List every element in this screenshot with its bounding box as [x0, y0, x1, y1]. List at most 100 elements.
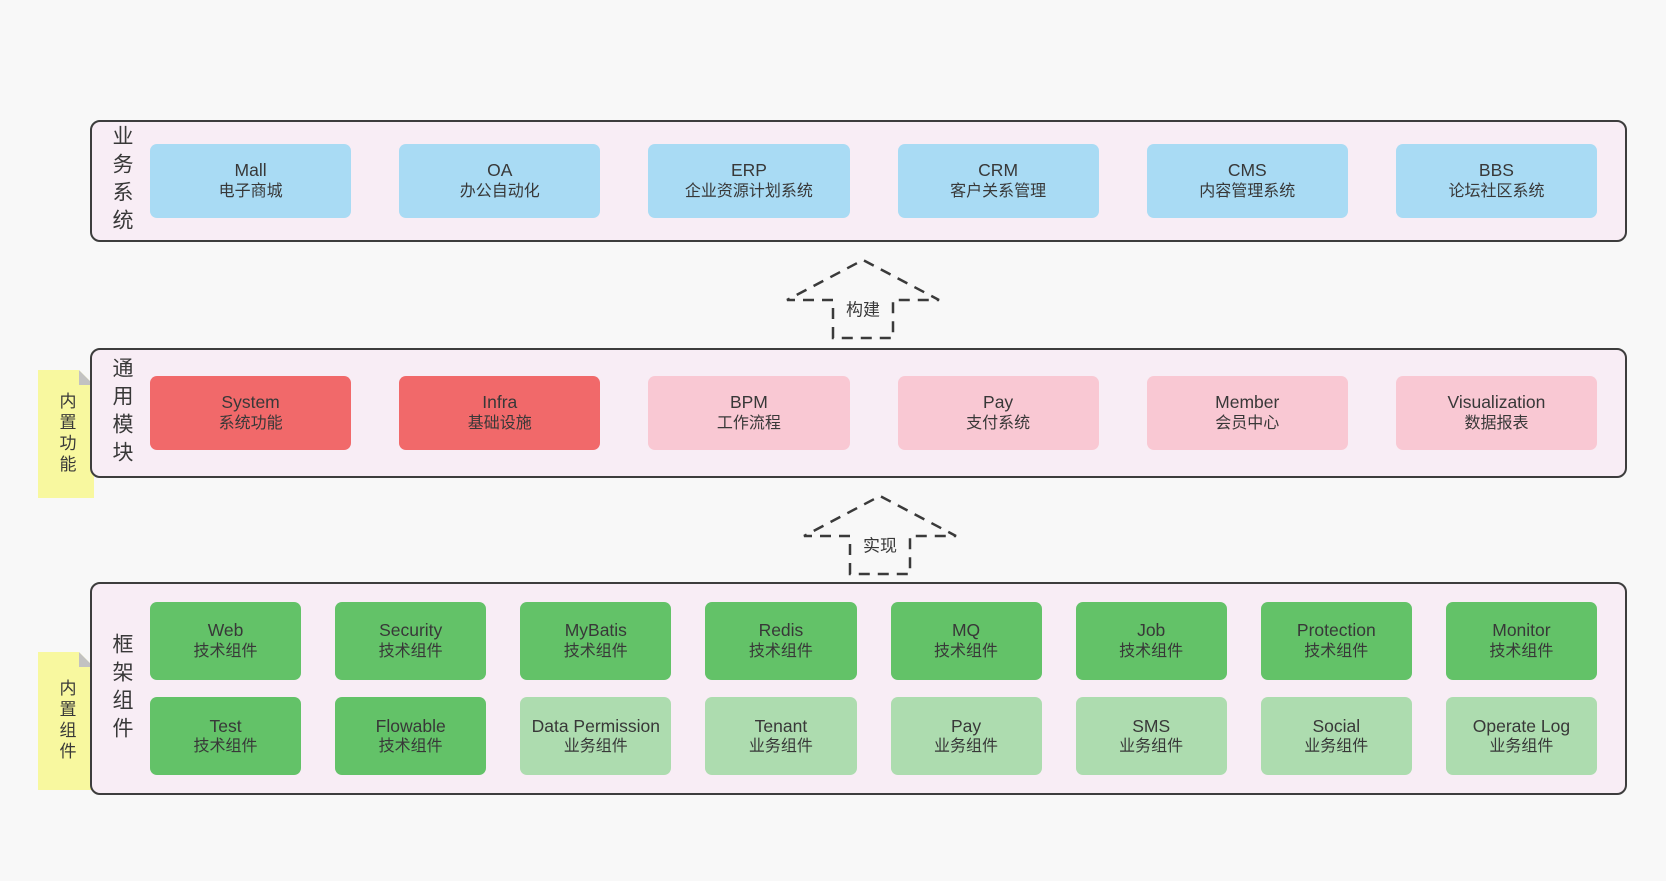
layer-framework-components: 框架组件 Web 技术组件 Security 技术组件 MyBatis 技术组件…: [90, 582, 1627, 795]
system-box-oa: OA 办公自动化: [399, 144, 601, 218]
box-title: BBS: [1478, 160, 1514, 181]
layer-label-text: 框架组件: [110, 632, 133, 745]
box-title: OA: [487, 160, 513, 181]
component-box-social: Social 业务组件: [1260, 697, 1412, 776]
sticky-note-text: 内置组件: [56, 679, 76, 763]
component-row-2: Test 技术组件 Flowable 技术组件 Data Permission …: [150, 697, 1597, 776]
box-title: Social: [1312, 715, 1361, 736]
component-box-flowable: Flowable 技术组件: [335, 697, 487, 776]
box-title: MQ: [951, 619, 981, 640]
box-subtitle: 技术组件: [563, 642, 628, 660]
box-subtitle: 内容管理系统: [1199, 182, 1296, 200]
module-box-pay: Pay 支付系统: [897, 376, 1099, 450]
box-title: Pay: [950, 715, 982, 736]
box-title: Member: [1215, 392, 1280, 413]
box-title: Web: [207, 619, 244, 640]
component-row-1: Web 技术组件 Security 技术组件 MyBatis 技术组件 Redi…: [150, 601, 1597, 680]
component-box-pay: Pay 业务组件: [890, 697, 1042, 776]
box-title: Job: [1137, 619, 1166, 640]
box-subtitle: 业务组件: [748, 738, 813, 756]
layer-label-modules: 通用模块: [92, 350, 150, 476]
layer-modules-content: System 系统功能 Infra 基础设施 BPM 工作流程 Pay 支付系统…: [150, 350, 1625, 476]
up-arrow-build: 构建: [783, 256, 943, 340]
component-box-protection: Protection 技术组件: [1260, 601, 1412, 680]
box-subtitle: 论坛社区系统: [1448, 182, 1545, 200]
module-box-bpm: BPM 工作流程: [648, 376, 850, 450]
box-title: Protection: [1296, 619, 1376, 640]
layer-business-content: Mall 电子商城 OA 办公自动化 ERP 企业资源计划系统 CRM 客户关系…: [150, 122, 1625, 240]
box-subtitle: 业务组件: [934, 738, 999, 756]
box-subtitle: 技术组件: [193, 738, 258, 756]
box-subtitle: 技术组件: [1119, 642, 1184, 660]
sticky-note-built-in-features: 内置功能: [38, 370, 94, 498]
box-title: CMS: [1227, 160, 1267, 181]
box-subtitle: 业务组件: [1489, 738, 1554, 756]
component-box-sms: SMS 业务组件: [1075, 697, 1227, 776]
box-title: SMS: [1132, 715, 1171, 736]
module-box-member: Member 会员中心: [1146, 376, 1348, 450]
layer-business-systems: 业务系统 Mall 电子商城 OA 办公自动化 ERP 企业资源计划系统 CRM…: [90, 120, 1627, 242]
system-box-cms: CMS 内容管理系统: [1146, 144, 1348, 218]
box-title: Test: [209, 715, 242, 736]
component-box-mybatis: MyBatis 技术组件: [520, 601, 672, 680]
system-box-bbs: BBS 论坛社区系统: [1395, 144, 1598, 218]
layer-label-text: 业务系统: [110, 125, 133, 237]
box-subtitle: 基础设施: [467, 414, 532, 432]
module-box-infra: Infra 基础设施: [399, 376, 601, 450]
box-subtitle: 企业资源计划系统: [684, 182, 813, 200]
box-subtitle: 技术组件: [378, 642, 443, 660]
box-title: Operate Log: [1472, 715, 1571, 736]
box-title: System: [221, 392, 280, 413]
box-title: Infra: [482, 392, 518, 413]
box-title: Pay: [983, 392, 1014, 413]
box-title: Monitor: [1492, 619, 1551, 640]
sticky-note-built-in-components: 内置组件: [38, 652, 94, 790]
box-title: Flowable: [375, 715, 446, 736]
box-title: MyBatis: [564, 619, 627, 640]
arrow-implement-label: 实现: [860, 529, 900, 559]
component-box-redis: Redis 技术组件: [705, 601, 857, 680]
box-subtitle: 系统功能: [218, 414, 283, 432]
box-subtitle: 会员中心: [1215, 414, 1280, 432]
box-subtitle: 技术组件: [748, 642, 813, 660]
sticky-note-text: 内置功能: [56, 392, 76, 476]
system-box-mall: Mall 电子商城: [150, 144, 352, 218]
system-box-erp: ERP 企业资源计划系统: [648, 144, 850, 218]
box-title: Visualization: [1447, 392, 1546, 413]
up-arrow-icon: [786, 258, 940, 340]
component-box-web: Web 技术组件: [150, 601, 302, 680]
box-subtitle: 办公自动化: [459, 182, 540, 200]
box-subtitle: 客户关系管理: [950, 182, 1047, 200]
box-title: Redis: [758, 619, 804, 640]
box-subtitle: 业务组件: [1304, 738, 1369, 756]
box-title: Data Permission: [531, 715, 660, 736]
box-subtitle: 支付系统: [966, 414, 1031, 432]
layer-common-modules: 通用模块 System 系统功能 Infra 基础设施 BPM 工作流程 Pay…: [90, 348, 1627, 478]
up-arrow-icon: [803, 494, 957, 576]
box-subtitle: 业务组件: [563, 738, 628, 756]
up-arrow-implement: 实现: [800, 492, 960, 576]
box-title: BPM: [729, 392, 768, 413]
box-title: Security: [379, 619, 443, 640]
box-title: Tenant: [754, 715, 808, 736]
module-box-visualization: Visualization 数据报表: [1395, 376, 1598, 450]
box-subtitle: 数据报表: [1464, 414, 1529, 432]
box-title: CRM: [978, 160, 1019, 181]
component-box-mq: MQ 技术组件: [890, 601, 1042, 680]
box-subtitle: 技术组件: [193, 642, 258, 660]
system-box-crm: CRM 客户关系管理: [897, 144, 1099, 218]
layer-label-text: 通用模块: [110, 357, 133, 469]
component-box-operate-log: Operate Log 业务组件: [1445, 697, 1597, 776]
layer-components-content: Web 技术组件 Security 技术组件 MyBatis 技术组件 Redi…: [150, 584, 1625, 793]
box-subtitle: 技术组件: [1304, 642, 1369, 660]
box-title: ERP: [730, 160, 767, 181]
box-subtitle: 工作流程: [716, 414, 781, 432]
arrow-build-label: 构建: [843, 293, 883, 323]
component-box-tenant: Tenant 业务组件: [705, 697, 857, 776]
component-box-job: Job 技术组件: [1075, 601, 1227, 680]
layer-label-components: 框架组件: [92, 584, 150, 793]
box-title: Mall: [234, 160, 267, 181]
box-subtitle: 业务组件: [1119, 738, 1184, 756]
component-box-test: Test 技术组件: [150, 697, 302, 776]
